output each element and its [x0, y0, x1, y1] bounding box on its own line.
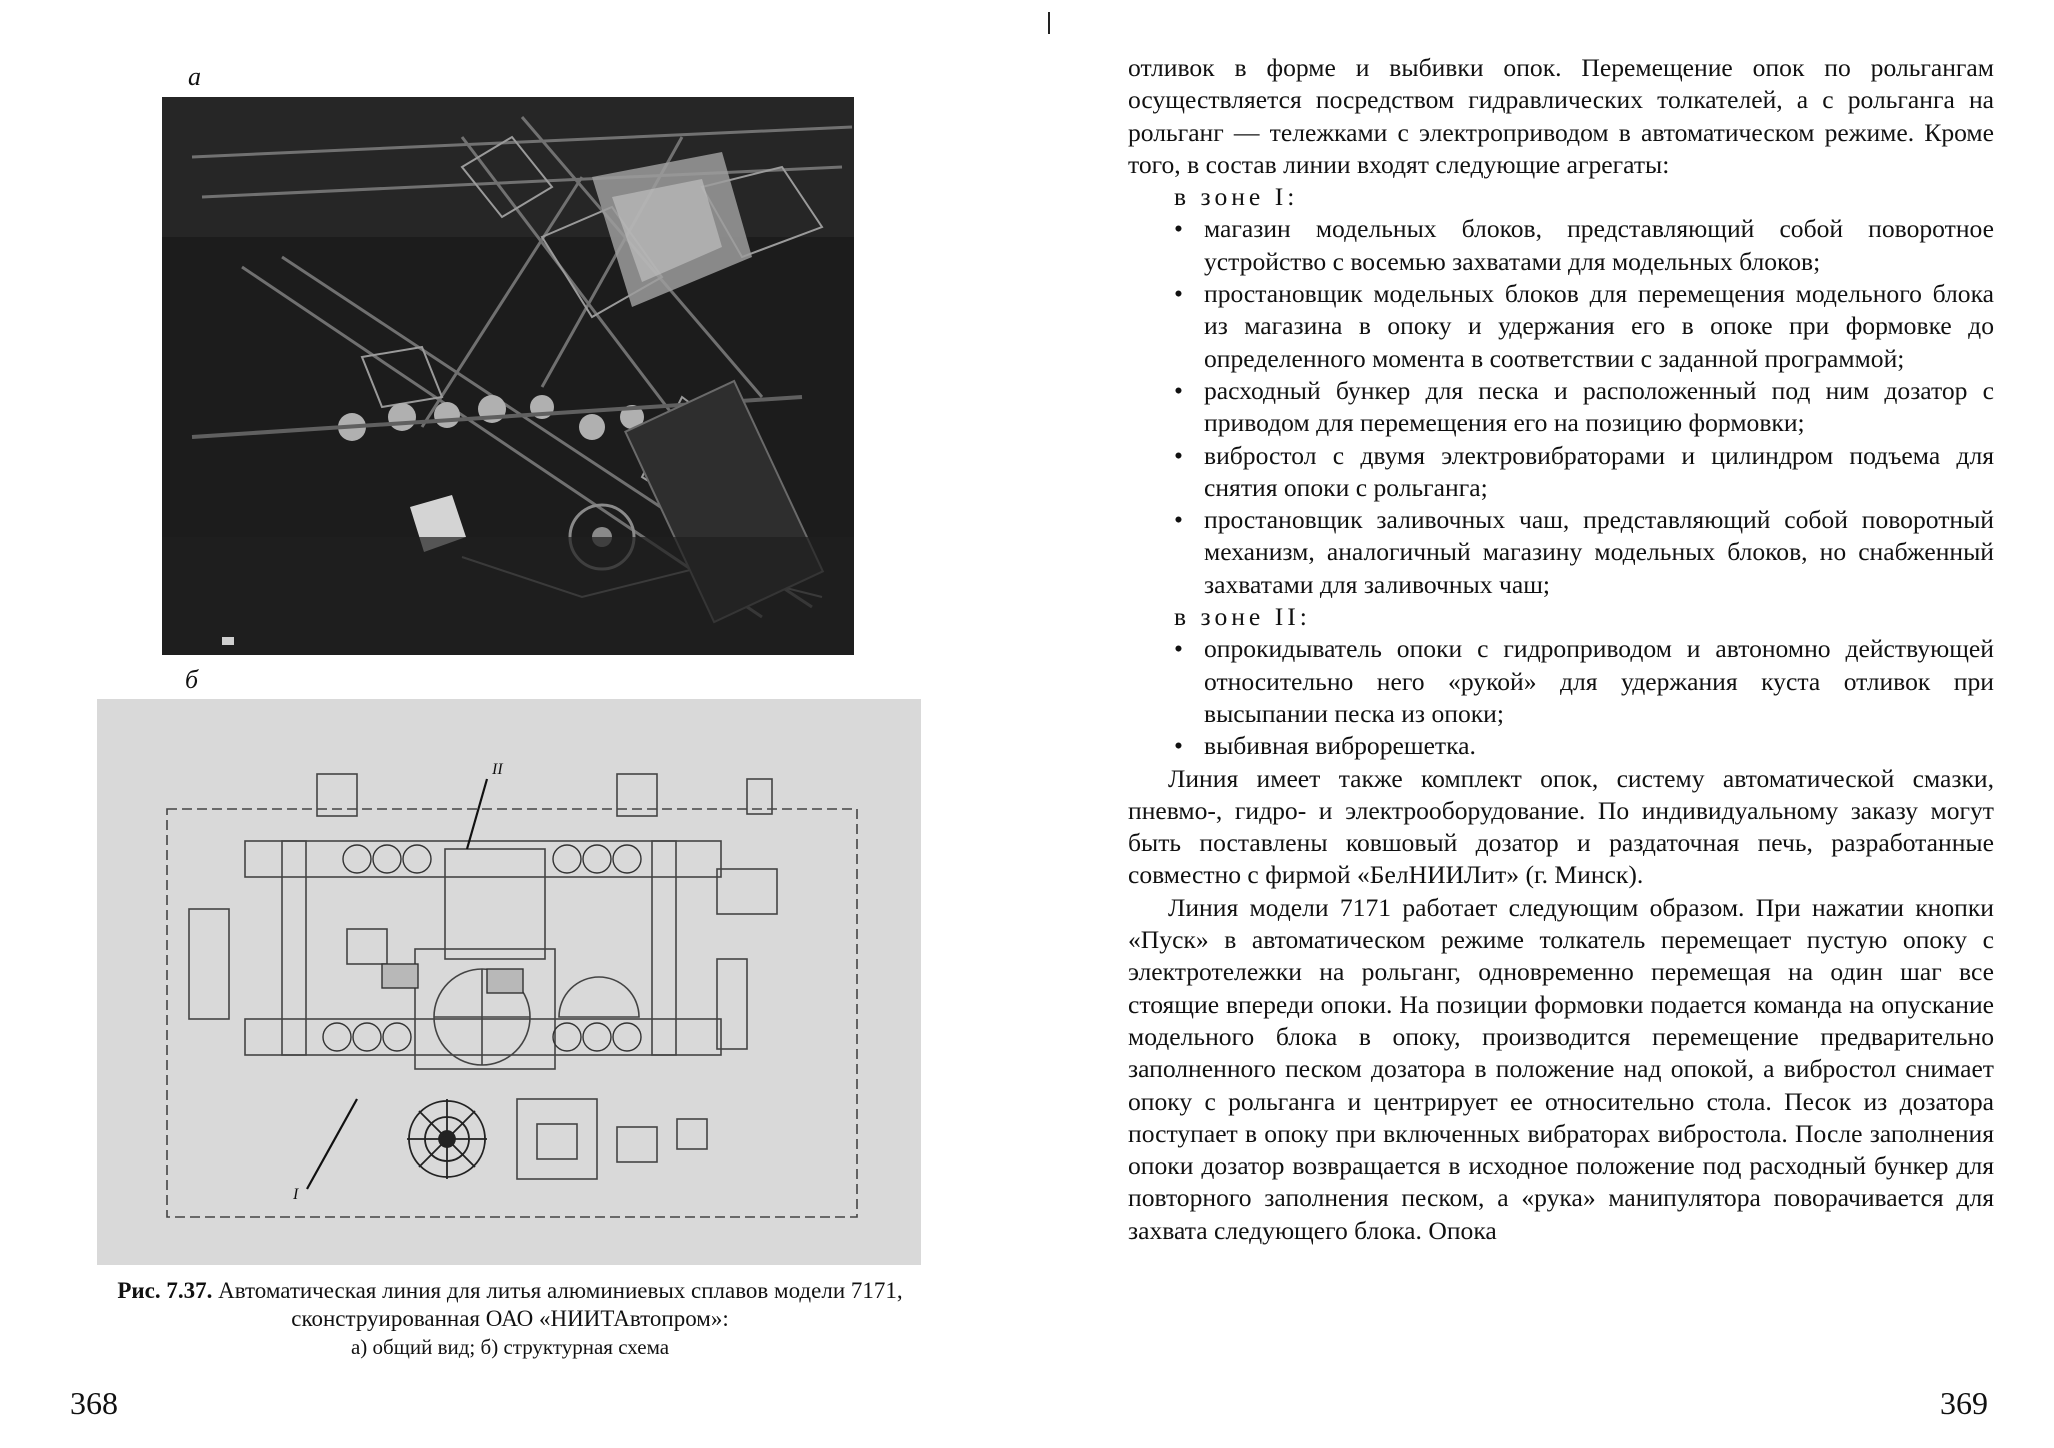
- caption-number: Рис. 7.37.: [117, 1278, 213, 1303]
- paragraph-operation: Линия модели 7171 работает следующим обр…: [1128, 892, 1994, 1245]
- scheme-marker-bottom: I: [292, 1186, 299, 1203]
- zone-1-title: в зоне I:: [1174, 182, 1299, 212]
- gutter-mark: [1048, 12, 1050, 34]
- caption-subtext: а) общий вид; б) структурная схема: [350, 1335, 670, 1359]
- list-item: простановщик модельных блоков для переме…: [1174, 278, 1994, 375]
- right-page-text: отливок в форме и выбивки опок. Перемеще…: [1128, 52, 1994, 1247]
- list-item: выбивная виброрешетка.: [1174, 730, 1994, 763]
- paragraph-equipment: Линия имеет также комплект опок, систему…: [1128, 763, 1994, 890]
- list-item: опрокидыватель опоки с гидроприводом и а…: [1174, 633, 1994, 730]
- figure-label-a: а: [188, 62, 201, 91]
- zone-2-title: в зоне II:: [1174, 602, 1311, 632]
- scheme-marker-top: II: [491, 761, 503, 778]
- left-page: а: [70, 62, 921, 1421]
- list-item: простановщик заливочных чаш, представляю…: [1174, 504, 1994, 601]
- figure-caption: Рис. 7.37. Автоматическая линия для лить…: [100, 1277, 920, 1361]
- figure-structural-scheme: II I: [97, 699, 921, 1265]
- list-item: вибростол с двумя электровибраторами и ц…: [1174, 440, 1994, 505]
- paragraph-intro: отливок в форме и выбивки опок. Перемеще…: [1128, 53, 1994, 179]
- figure-photo-general-view: [162, 97, 854, 655]
- page-number-left: 368: [70, 1385, 118, 1421]
- figure-label-b: б: [185, 665, 199, 694]
- list-item: магазин модельных блоков, представляющий…: [1174, 213, 1994, 278]
- zone-2-list: опрокидыватель опоки с гидроприводом и а…: [1128, 633, 1994, 762]
- list-item: расходный бункер для песка и расположенн…: [1174, 375, 1994, 440]
- page-number-right: 369: [1940, 1385, 1988, 1421]
- caption-text: Автоматическая линия для литья алюминиев…: [218, 1278, 903, 1331]
- zone-1-list: магазин модельных блоков, представляющий…: [1128, 213, 1994, 601]
